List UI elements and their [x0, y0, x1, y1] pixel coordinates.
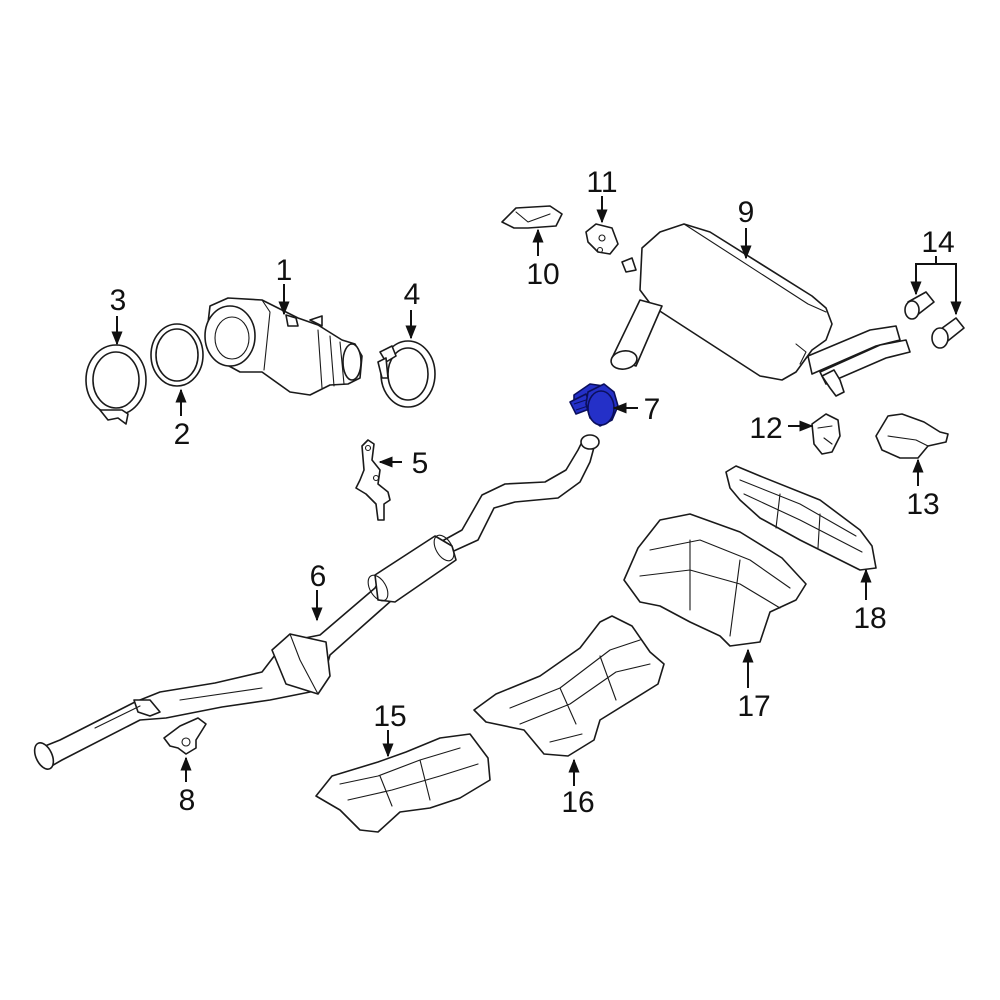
- callout-5: 5: [412, 447, 429, 480]
- callout-12: 12: [749, 412, 782, 445]
- part-5-bracket[interactable]: [355, 439, 391, 521]
- callout-16: 16: [561, 786, 594, 819]
- part-3-clamp[interactable]: [85, 344, 147, 425]
- callout-14: 14: [921, 226, 954, 259]
- callout-10: 10: [526, 258, 559, 291]
- part-2-gasket[interactable]: [150, 323, 204, 387]
- part-13-bracket[interactable]: [875, 413, 949, 459]
- leader-lines: [111, 196, 962, 786]
- part-16-heat-shield[interactable]: [473, 615, 665, 757]
- callout-9: 9: [738, 196, 755, 229]
- callout-6: 6: [310, 560, 327, 593]
- callout-labels: 1 2 3 4 5 6 7 8 9 10 11 12 13 14 15 16 1…: [110, 166, 955, 819]
- callout-17: 17: [737, 690, 770, 723]
- part-8-hanger[interactable]: [163, 717, 207, 755]
- callout-18: 18: [853, 602, 886, 635]
- callout-8: 8: [179, 784, 196, 817]
- callout-3: 3: [110, 284, 127, 317]
- part-6-exhaust-pipe[interactable]: [31, 434, 600, 772]
- callout-4: 4: [404, 278, 421, 311]
- callout-2: 2: [174, 418, 191, 451]
- part-17-heat-shield[interactable]: [623, 513, 807, 647]
- part-9-rear-muffler[interactable]: [610, 223, 911, 397]
- part-11-mount[interactable]: [585, 223, 619, 255]
- callout-7: 7: [644, 393, 661, 426]
- part-15-heat-shield[interactable]: [315, 733, 491, 833]
- part-1-catalytic-converter[interactable]: [204, 297, 363, 396]
- part-10-bracket[interactable]: [501, 205, 563, 229]
- part-12-actuator[interactable]: [811, 413, 841, 455]
- part-4-clamp[interactable]: [377, 340, 436, 408]
- callout-11: 11: [586, 166, 617, 199]
- callout-1: 1: [276, 254, 293, 287]
- callout-13: 13: [906, 488, 939, 521]
- callout-15: 15: [373, 700, 406, 733]
- part-7-exhaust-hanger-mount[interactable]: [569, 383, 619, 427]
